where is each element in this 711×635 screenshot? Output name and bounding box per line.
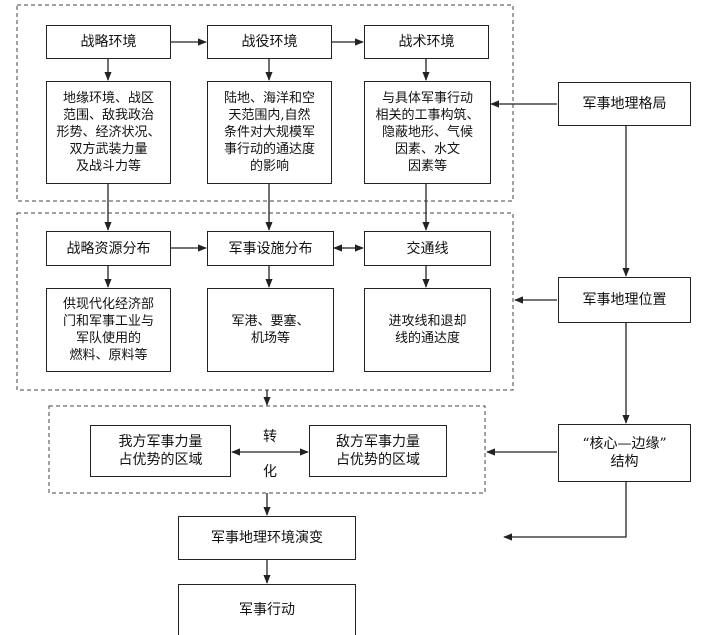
- node-tactical-env: 战术环境: [364, 25, 489, 59]
- node-strategic-detail: 地缘环境、战区 范围、敌我政治 形势、经济状况、 双方武装力量 及战斗力等: [46, 81, 171, 184]
- node-facilities-detail: 军港、要塞、 机场等: [207, 288, 334, 372]
- node-campaign-detail: 陆地、海洋和空 天范围内,自然 条件对大规模军 事行动的通达度 的影响: [207, 81, 332, 184]
- node-strategic-resources: 战略资源分布: [46, 231, 171, 266]
- group-environment-levels: [16, 4, 514, 202]
- node-campaign-env: 战役环境: [207, 25, 332, 59]
- node-strategic-env: 战略环境: [46, 25, 171, 59]
- node-position: 军事地理位置: [558, 277, 691, 323]
- node-evolution: 军事地理环境演变: [178, 516, 356, 560]
- node-traffic-detail: 进攻线和退却 线的通达度: [364, 288, 491, 372]
- node-resources-detail: 供现代化经济部 门和军事工业与 军队使用的 燃料、原料等: [46, 288, 171, 372]
- node-pattern: 军事地理格局: [558, 82, 691, 126]
- node-core-edge: “核心—边缘” 结构: [558, 424, 691, 482]
- node-action: 军事行动: [178, 584, 356, 635]
- node-our-advantage: 我方军事力量 占优势的区域: [90, 425, 231, 477]
- node-enemy-advantage: 敌方军事力量 占优势的区域: [309, 425, 447, 477]
- node-traffic-lines: 交通线: [364, 231, 491, 266]
- node-tactical-detail: 与具体军事行动 相关的工事构筑、 隐蔽地形、气候 因素、水文 因素等: [364, 81, 491, 184]
- group-force-advantage: [48, 405, 486, 494]
- arrow-core-edge-to-evolution: [503, 482, 627, 541]
- node-military-facilities: 军事设施分布: [207, 231, 334, 266]
- group-distribution: [16, 212, 514, 391]
- label-transform-2: 化: [263, 464, 277, 480]
- label-transform-1: 转: [263, 429, 277, 445]
